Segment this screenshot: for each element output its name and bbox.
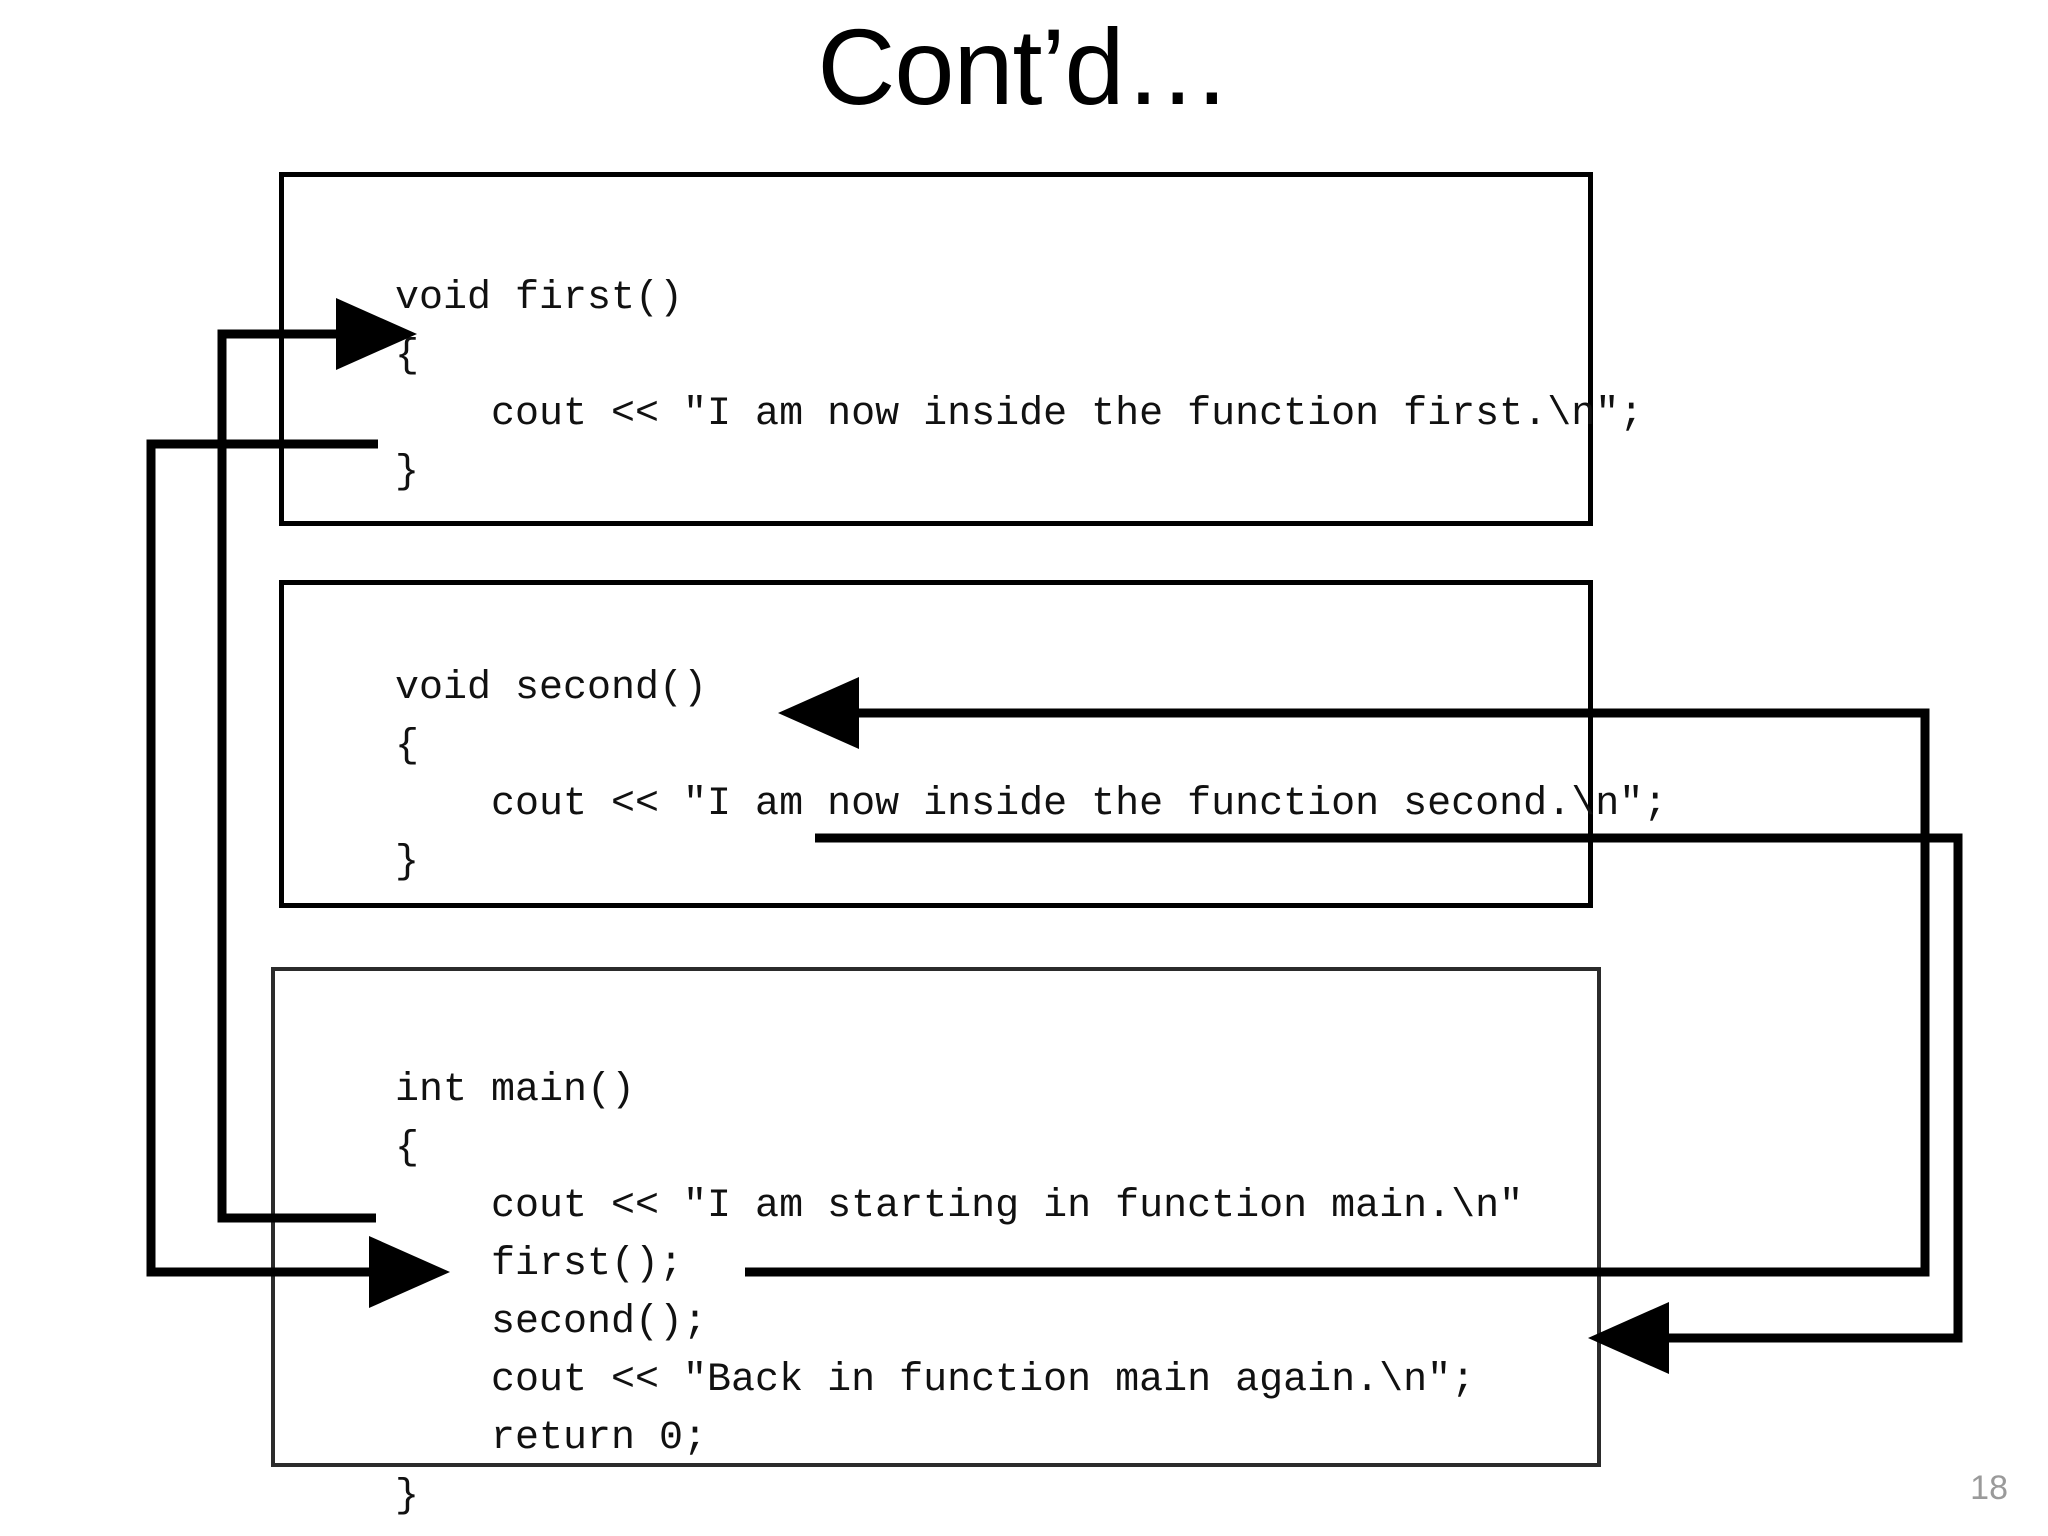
code-text-main: int main() { cout << "I am starting in f… (395, 1068, 1524, 1519)
page-number: 18 (1970, 1469, 2008, 1507)
page-title: Cont’d… (817, 6, 1231, 127)
code-text-second: void second() { cout << "I am now inside… (395, 666, 1668, 885)
code-box-first (279, 172, 1593, 526)
code-text-first: void first() { cout << "I am now inside … (395, 276, 1644, 495)
